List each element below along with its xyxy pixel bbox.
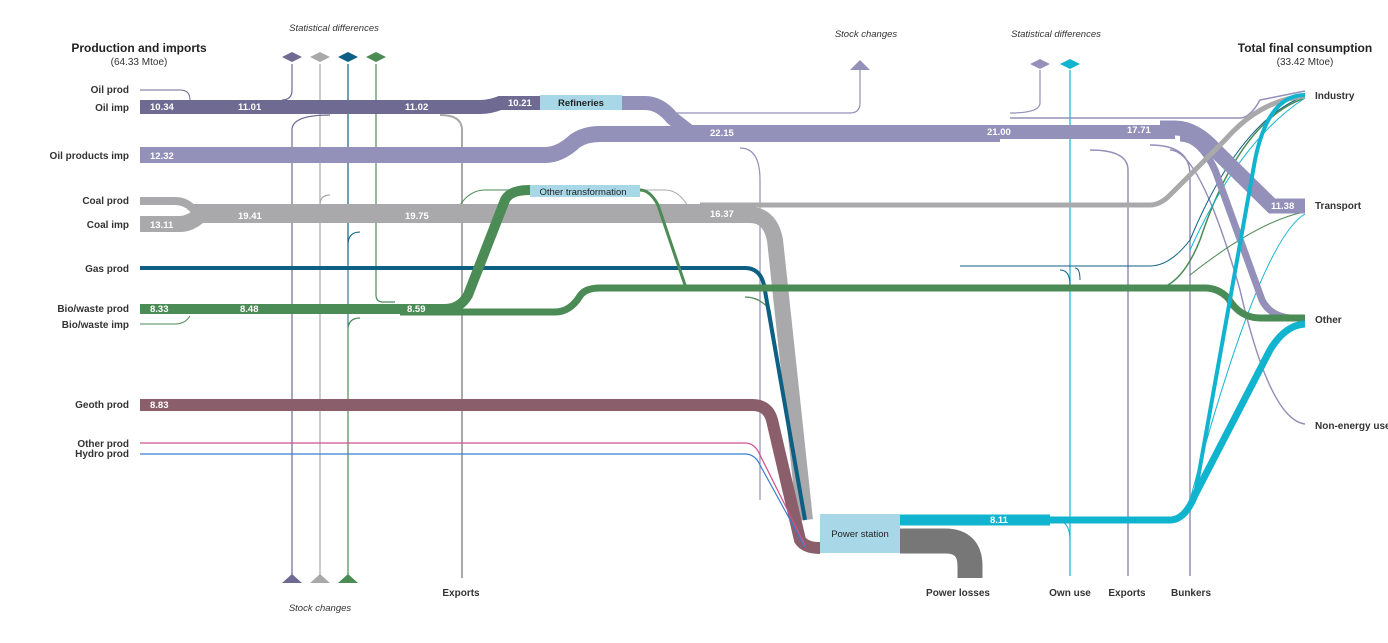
right-subtitle: (33.42 Mtoe): [1277, 57, 1334, 68]
sink-labels: Industry Transport Other Non-energy use: [1315, 91, 1388, 432]
exports-right-label: Exports: [1108, 588, 1146, 599]
value-electricity: 8.11: [990, 515, 1009, 526]
value-geoth: 8.83: [150, 400, 169, 411]
power-station-box: [820, 514, 900, 553]
other-transformation-label: Other transformation: [539, 187, 626, 198]
elec-to-other-flow: [900, 320, 1306, 524]
value-coal-imp: 13.11: [150, 220, 174, 231]
value-oil-products: 12.32: [150, 151, 174, 162]
sink-transport: Transport: [1315, 201, 1362, 212]
diamond-gas: [338, 52, 358, 62]
value-oil-ref: 10.21: [508, 98, 532, 109]
coal-to-industry-flow: [700, 93, 1306, 208]
sink-industry: Industry: [1315, 91, 1355, 102]
other-prod-flow: [140, 442, 806, 546]
refineries-label: Refineries: [558, 98, 604, 109]
oil-products-flow: [140, 126, 1000, 163]
value-oil-products-b: 22.15: [710, 128, 734, 139]
stat-diff-right-label: Statistical differences: [1011, 29, 1101, 40]
geoth-flow: [140, 399, 821, 554]
right-title: Total final consumption: [1238, 41, 1372, 55]
sink-non-energy: Non-energy use: [1315, 421, 1388, 432]
coal-prod-flow: [140, 197, 740, 212]
diamond-electricity: [1060, 59, 1080, 69]
diamond-oil-products: [1030, 59, 1050, 69]
source-coal-prod: Coal prod: [82, 196, 129, 207]
bio-to-other-trans-flow: [140, 185, 531, 314]
value-labels: 10.34 11.01 11.02 10.21 12.32 22.15 21.0…: [150, 98, 1294, 526]
bio-to-other-flow: [400, 284, 1305, 322]
stock-arrow-bio: [338, 574, 358, 583]
power-losses-label: Power losses: [926, 588, 990, 599]
left-subtitle: (64.33 Mtoe): [111, 57, 168, 68]
coal-flow: [140, 207, 813, 521]
value-bio-b: 8.59: [407, 304, 426, 315]
value-oil-b: 11.02: [405, 102, 428, 113]
source-oil-products-imp: Oil products imp: [50, 151, 129, 162]
main-flows: [140, 93, 1306, 578]
source-bio-prod: Bio/waste prod: [57, 304, 129, 315]
refinery-output-flow: [622, 96, 1175, 139]
source-oil-prod: Oil prod: [91, 85, 129, 96]
power-station-label: Power station: [831, 529, 889, 540]
value-transport: 11.38: [1271, 201, 1294, 212]
stock-changes-top-label: Stock changes: [835, 29, 898, 40]
stat-diff-left-label: Statistical differences: [289, 23, 379, 34]
hydro-flow: [140, 453, 806, 548]
diamond-coal: [310, 52, 330, 62]
value-oil-products-c: 21.00: [987, 127, 1011, 138]
value-coal-b: 19.75: [405, 211, 429, 222]
refineries-box: [540, 95, 622, 110]
value-bio-a: 8.48: [240, 304, 259, 315]
stock-changes-label: Stock changes: [289, 603, 352, 614]
value-bio-prod: 8.33: [150, 304, 169, 315]
own-use-label: Own use: [1049, 588, 1091, 599]
bunkers-label: Bunkers: [1171, 588, 1211, 599]
value-oil-a: 11.01: [238, 102, 262, 113]
exports-left-label: Exports: [442, 588, 480, 599]
diamond-bio: [366, 52, 386, 62]
source-coal-imp: Coal imp: [87, 220, 129, 231]
stock-arrow-oil: [282, 574, 302, 583]
value-oil-imp: 10.34: [150, 102, 174, 113]
left-title: Production and imports: [71, 41, 207, 55]
value-coal-c: 16.37: [710, 209, 734, 220]
source-hydro-prod: Hydro prod: [75, 449, 129, 460]
source-other-prod: Other prod: [77, 439, 129, 450]
source-gas-prod: Gas prod: [85, 264, 129, 275]
bottom-labels: Stock changes Exports Power losses Own u…: [289, 588, 1212, 614]
power-losses-flow: [900, 528, 983, 578]
stock-arrow-up: [850, 60, 870, 70]
sink-other: Other: [1315, 315, 1342, 326]
value-oil-products-d: 17.71: [1127, 125, 1151, 136]
thin-links: [140, 64, 1306, 578]
diamond-oil: [282, 52, 302, 62]
value-coal-a: 19.41: [238, 211, 262, 222]
other-transformation-box: [530, 185, 640, 197]
source-geoth-prod: Geoth prod: [75, 400, 129, 411]
stock-arrow-coal: [310, 574, 330, 583]
source-bio-imp: Bio/waste imp: [62, 320, 129, 331]
source-labels: Oil prod Oil imp Oil products imp Coal p…: [50, 85, 129, 460]
oil-flow: [140, 96, 540, 114]
markers: [282, 52, 1080, 583]
source-oil-imp: Oil imp: [95, 103, 129, 114]
